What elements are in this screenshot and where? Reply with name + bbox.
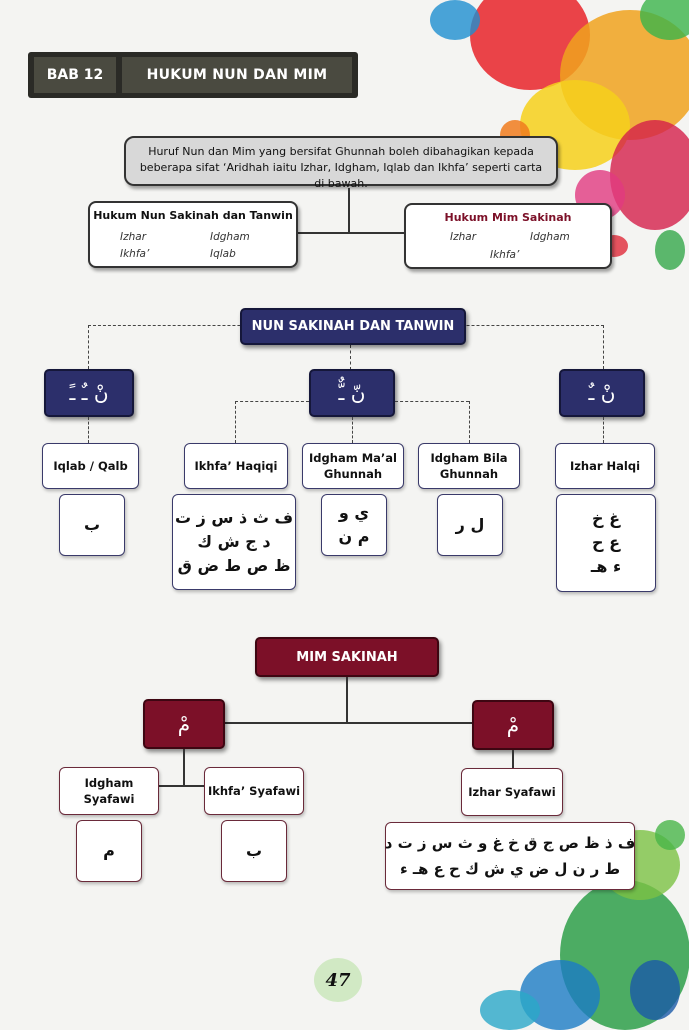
connector	[603, 417, 604, 443]
letters-idgham-syafawi: م	[76, 820, 142, 882]
letter-row: ي و	[338, 503, 370, 522]
connector	[346, 677, 348, 723]
category-idgham-maal-ghunnah: Idgham Ma’al Ghunnah	[302, 443, 404, 489]
category-ikhfa-syafawi: Ikhfa’ Syafawi	[204, 767, 304, 815]
letter-row: م	[103, 841, 115, 860]
mim-section-title: MIM SAKINAH	[255, 637, 439, 677]
connector	[512, 750, 514, 768]
nun-symbol-left: نْ ـٌ ـً	[44, 369, 134, 417]
connector	[235, 401, 309, 402]
letter-row: ب	[245, 841, 263, 860]
connector	[183, 749, 185, 786]
summary-item: Iqlab	[210, 248, 236, 260]
letters-idgham-bila-ghunnah: ل ر	[437, 494, 503, 556]
letter-row: ط ر ن ل ض ي ش ك ح ع هـ ء	[399, 860, 621, 878]
summary-item: Idgham	[210, 231, 250, 243]
summary-nun-box: Hukum Nun Sakinah dan Tanwin Izhar Idgha…	[88, 201, 298, 268]
summary-nun-title: Hukum Nun Sakinah dan Tanwin	[93, 209, 293, 222]
letter-row: ف ث ذ س ز ت	[174, 508, 294, 527]
page-number: 47	[325, 969, 351, 991]
letter-row: ع ح	[591, 533, 621, 552]
connector	[224, 722, 474, 724]
letter-row: ل ر	[455, 515, 485, 534]
summary-item: Izhar	[120, 231, 147, 243]
chapter-number: BAB 12	[34, 57, 116, 93]
connector	[350, 345, 351, 370]
letters-ikhfa-syafawi: ب	[221, 820, 287, 882]
nun-section-title: NUN SAKINAH DAN TANWIN	[240, 308, 466, 345]
connector	[159, 785, 204, 787]
letter-row: ء هـ	[590, 557, 622, 576]
letter-row: غ خ	[591, 509, 621, 528]
letters-ikhfa-haqiqi: ف ث ذ س ز ت د ج ش ك ظ ص ط ض ق	[172, 494, 296, 590]
summary-item: Izhar	[450, 231, 477, 243]
letter-row: ف ذ ظ ص ج ق خ غ و ث س ز ت د	[384, 834, 636, 852]
page-number-splash	[314, 958, 362, 1002]
connector	[348, 188, 350, 234]
summary-item: Ikhfa’	[490, 249, 520, 261]
letter-row: م ن	[338, 527, 370, 546]
nun-symbol-center: نّ ـٌّ	[309, 369, 395, 417]
letter-row: د ج ش ك	[197, 532, 271, 551]
connector	[395, 401, 469, 402]
connector	[88, 417, 89, 443]
category-izhar-syafawi: Izhar Syafawi	[461, 768, 563, 816]
connector	[469, 401, 470, 443]
letters-izhar-syafawi: ف ذ ظ ص ج ق خ غ و ث س ز ت د ط ر ن ل ض ي …	[385, 822, 635, 890]
summary-mim-box: Hukum Mim Sakinah Izhar Idgham Ikhfa’	[404, 203, 612, 269]
intro-text: Huruf Nun dan Mim yang bersifat Ghunnah …	[124, 136, 558, 190]
category-iqlab: Iqlab / Qalb	[42, 443, 139, 489]
category-idgham-syafawi: Idgham Syafawi	[59, 767, 159, 815]
connector	[603, 325, 604, 369]
mim-symbol-left: مْ	[143, 699, 225, 749]
summary-mim-title: Hukum Mim Sakinah	[444, 211, 572, 224]
letters-izhar-halqi: غ خ ع ح ء هـ	[556, 494, 656, 592]
category-idgham-bila-ghunnah: Idgham Bila Ghunnah	[418, 443, 520, 489]
category-ikhfa-haqiqi: Ikhfa’ Haqiqi	[184, 443, 288, 489]
category-izhar-halqi: Izhar Halqi	[555, 443, 655, 489]
letter-row: ب	[83, 515, 101, 534]
letters-idgham-maal-ghunnah: ي و م ن	[321, 494, 387, 556]
connector	[352, 417, 353, 443]
connector	[235, 401, 236, 443]
mim-symbol-right: مْ	[472, 700, 554, 750]
letter-row: ظ ص ط ض ق	[177, 556, 291, 575]
chapter-title: HUKUM NUN DAN MIM	[122, 57, 352, 93]
nun-symbol-right: نْ ـٌ	[559, 369, 645, 417]
summary-item: Ikhfa’	[120, 248, 150, 260]
summary-item: Idgham	[530, 231, 570, 243]
connector	[296, 232, 406, 234]
connector	[88, 325, 89, 369]
letters-iqlab: ب	[59, 494, 125, 556]
